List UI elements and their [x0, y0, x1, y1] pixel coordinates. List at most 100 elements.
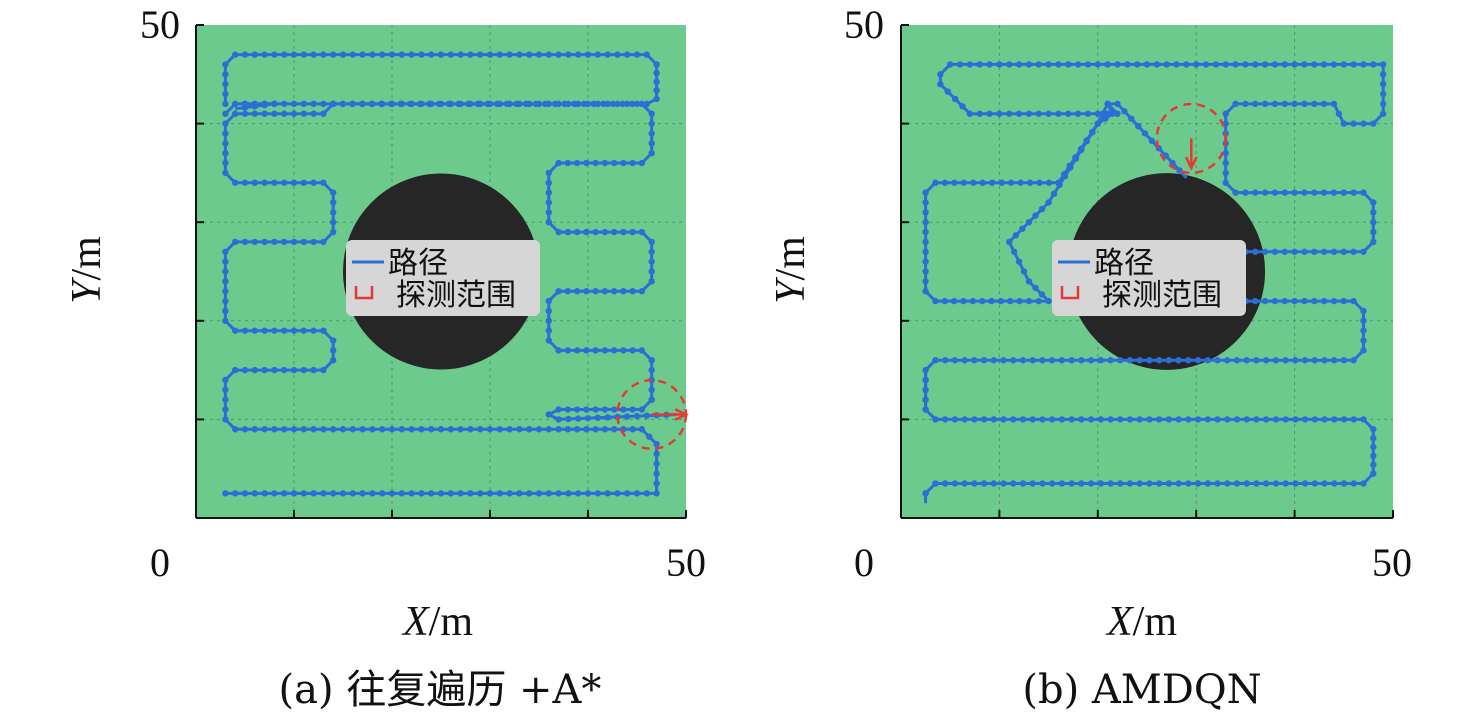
path-point: [1301, 248, 1308, 255]
path-point: [922, 199, 929, 206]
path-point: [300, 179, 307, 186]
path-point: [932, 480, 939, 487]
path-point: [251, 110, 258, 117]
path-point: [300, 100, 307, 108]
path-point: [232, 238, 239, 246]
path-point: [1271, 297, 1279, 305]
path-point: [1320, 189, 1328, 196]
path-point: [1311, 61, 1318, 68]
path-point: [653, 61, 660, 68]
path-point: [601, 347, 609, 354]
path-point: [653, 490, 660, 497]
path-point: [1202, 61, 1210, 68]
path-point: [447, 100, 454, 108]
path-point: [222, 140, 229, 147]
path-point: [1141, 130, 1149, 137]
path-point: [418, 100, 425, 108]
path-point: [629, 347, 636, 354]
path-point: [1020, 268, 1028, 275]
path-point: [535, 426, 543, 433]
path-point: [1335, 110, 1343, 117]
path-point: [922, 189, 929, 196]
path-point: [261, 51, 268, 58]
path-point: [486, 100, 494, 108]
path-point: [1045, 61, 1052, 68]
path-point: [1253, 480, 1260, 487]
path-point: [986, 110, 993, 117]
path-point: [388, 100, 396, 108]
path-point: [428, 51, 435, 58]
path-point: [629, 159, 636, 167]
path-point: [369, 51, 376, 58]
path-point: [648, 278, 655, 285]
path-point: [638, 347, 646, 354]
legend-path-label: 路径: [1094, 246, 1154, 281]
path-point: [583, 228, 590, 236]
legend-box: [1052, 240, 1246, 316]
panel-b-ylabel: Y/m: [768, 236, 814, 304]
path-point: [320, 327, 327, 334]
path-point: [604, 490, 611, 497]
path-point: [1232, 61, 1239, 68]
path-point: [1243, 416, 1250, 423]
path-point: [653, 69, 660, 77]
path-point: [564, 347, 572, 354]
path-point: [1007, 179, 1015, 186]
path-point: [1360, 120, 1367, 127]
path-point: [941, 179, 949, 186]
path-point: [271, 110, 278, 117]
path-point: [339, 490, 347, 497]
path-point: [232, 490, 239, 497]
path-point: [1331, 480, 1338, 487]
path-point: [922, 258, 929, 265]
path-point: [408, 490, 415, 497]
path-point: [1340, 189, 1348, 196]
path-point: [941, 357, 949, 364]
path-point: [418, 490, 425, 497]
path-point: [1242, 100, 1249, 108]
panel-b-xtick-0: 0: [854, 540, 874, 585]
path-point: [961, 357, 968, 364]
path-point: [1340, 357, 1348, 364]
path-point: [1370, 219, 1377, 226]
path-point: [1087, 357, 1095, 364]
path-point: [457, 51, 464, 58]
path-point: [1370, 443, 1377, 451]
path-point: [1165, 480, 1173, 487]
path-point: [922, 288, 929, 295]
path-point: [222, 61, 229, 68]
path-point: [1311, 357, 1318, 364]
path-point: [1029, 357, 1036, 364]
path-point: [222, 386, 229, 394]
path-point: [1281, 248, 1288, 255]
path-point: [1126, 480, 1134, 487]
path-point: [1097, 480, 1105, 487]
path-point: [232, 366, 239, 374]
path-point: [1007, 297, 1014, 305]
path-point: [457, 490, 464, 497]
path-point: [379, 100, 386, 108]
path-point: [1104, 110, 1111, 117]
path-point: [648, 386, 655, 394]
path-point: [1117, 416, 1124, 423]
path-point: [1252, 100, 1259, 108]
path-point: [1321, 357, 1328, 364]
path-point: [592, 228, 599, 236]
path-point: [1330, 100, 1338, 108]
path-point: [1224, 416, 1231, 423]
path-point: [1025, 219, 1033, 226]
path-point: [1039, 416, 1046, 423]
path-point: [1175, 416, 1182, 423]
path-point: [1301, 416, 1309, 423]
path-point: [922, 228, 929, 236]
path-point: [1271, 61, 1279, 68]
path-point: [1360, 189, 1367, 196]
path-point: [1074, 110, 1082, 117]
path-point: [281, 51, 288, 58]
path-point: [638, 406, 646, 413]
path-point: [996, 110, 1003, 117]
path-point: [330, 337, 337, 344]
path-point: [1370, 470, 1377, 477]
path-point: [330, 199, 337, 206]
path-point: [1330, 248, 1338, 255]
